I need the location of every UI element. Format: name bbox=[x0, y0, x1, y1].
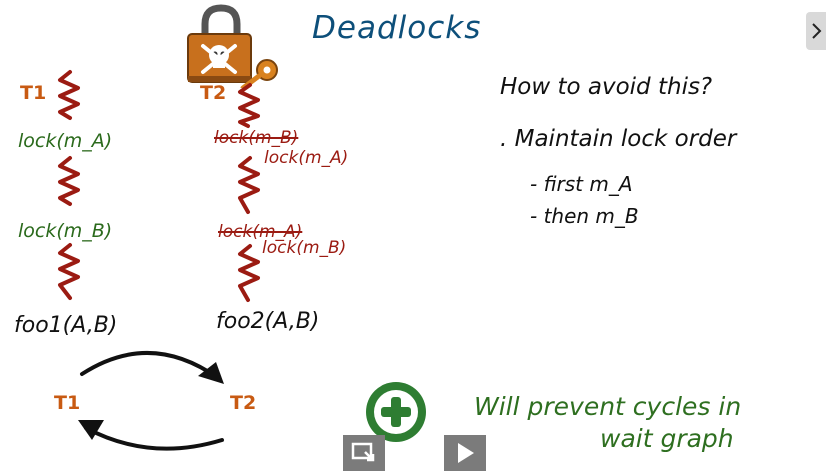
note-sub-then: - then m_B bbox=[530, 204, 639, 228]
arrow-t1-to-t2 bbox=[80, 350, 220, 380]
next-slide-button[interactable] bbox=[806, 12, 826, 50]
note-point: . Maintain lock order bbox=[500, 126, 737, 152]
t1-squiggle-1 bbox=[58, 70, 80, 120]
arrow-t2-to-t1 bbox=[84, 426, 224, 451]
t1-squiggle-3 bbox=[58, 243, 80, 300]
exit-fullscreen-button[interactable] bbox=[343, 435, 385, 471]
t1-squiggle-2 bbox=[58, 156, 80, 206]
padlock-skull-icon bbox=[187, 4, 278, 88]
page-title: Deadlocks bbox=[312, 10, 482, 46]
arrowhead-t2 bbox=[198, 362, 224, 384]
t2-squiggle-2 bbox=[238, 156, 260, 214]
play-button[interactable] bbox=[444, 435, 486, 471]
plus-icon bbox=[381, 397, 411, 427]
chevron-right-icon bbox=[812, 23, 822, 39]
t1-lock-b: lock(m_B) bbox=[18, 220, 113, 242]
graph-node-t1: T1 bbox=[54, 392, 81, 414]
thread-label-t1: T1 bbox=[20, 82, 47, 104]
t2-squiggle-1 bbox=[238, 83, 260, 128]
t1-lock-a: lock(m_A) bbox=[18, 130, 113, 152]
thread-label-t2: T2 bbox=[200, 82, 227, 104]
graph-node-t2: T2 bbox=[230, 392, 257, 414]
t2-original-lock-a: lock(m_A) bbox=[218, 222, 303, 242]
note-question: How to avoid this? bbox=[500, 74, 713, 100]
t2-original-lock-b: lock(m_B) bbox=[214, 128, 299, 148]
function-foo1: foo1(A,B) bbox=[14, 313, 118, 338]
plus-button[interactable] bbox=[366, 382, 426, 442]
play-icon bbox=[458, 443, 474, 463]
exit-fullscreen-icon bbox=[351, 442, 375, 462]
conclusion-line-1: Will prevent cycles in bbox=[474, 392, 742, 421]
function-foo2: foo2(A,B) bbox=[216, 309, 320, 334]
t2-corrected-lock-b: lock(m_B) bbox=[262, 238, 347, 258]
t2-squiggle-3 bbox=[238, 244, 260, 302]
conclusion-line-2: wait graph bbox=[600, 424, 734, 453]
note-sub-first: - first m_A bbox=[530, 172, 633, 196]
t2-corrected-lock-a: lock(m_A) bbox=[264, 148, 349, 168]
arrowhead-t1 bbox=[78, 420, 104, 440]
